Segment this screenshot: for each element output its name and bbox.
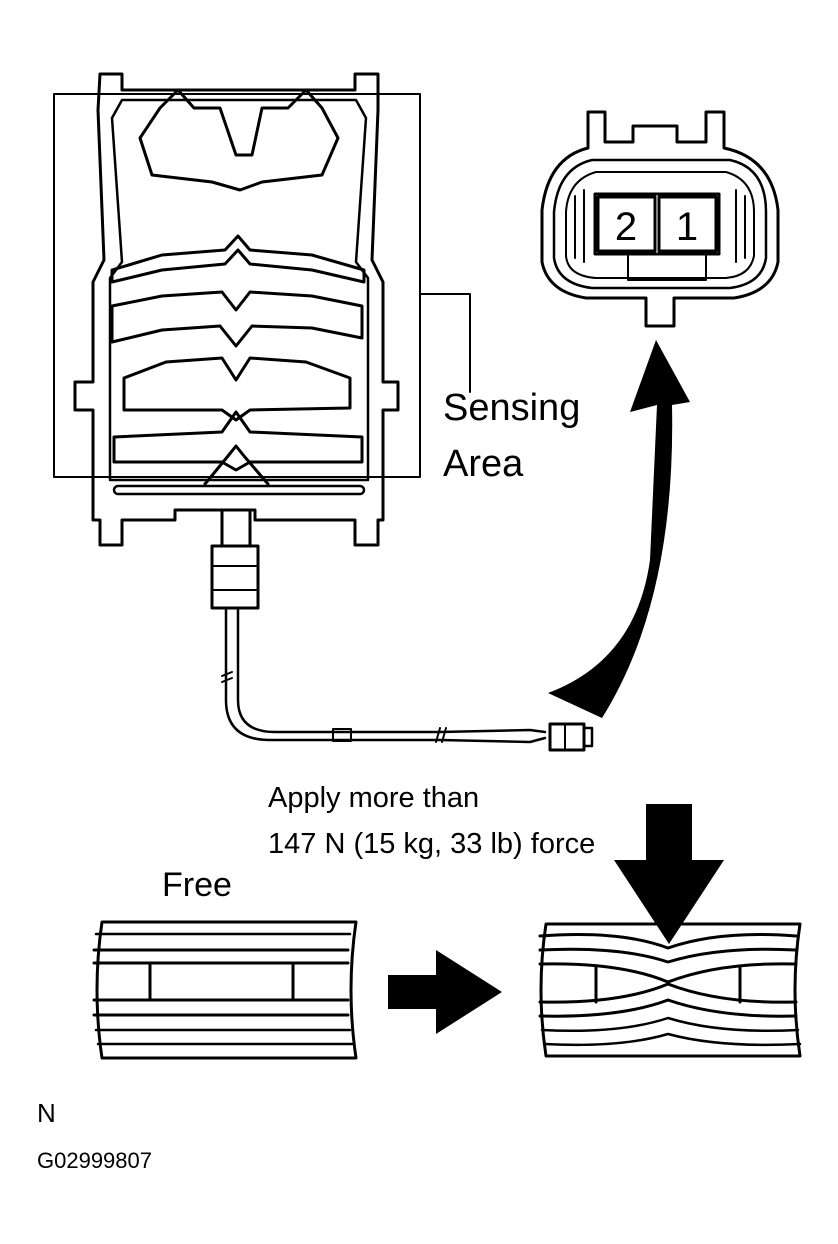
wire-harness bbox=[236, 606, 547, 734]
pressed-section-line bbox=[538, 947, 798, 964]
pressed-section-line bbox=[538, 962, 798, 984]
right-arrow-icon bbox=[388, 950, 502, 1034]
connector-face-outline bbox=[540, 110, 780, 328]
sensing-cell-3 bbox=[110, 290, 364, 348]
connector-face-slot bbox=[627, 255, 707, 281]
pressed-section-line bbox=[540, 1016, 800, 1033]
force-arrow-icon bbox=[614, 804, 724, 944]
connector-pin-2-cell bbox=[596, 195, 657, 253]
connector-pin-1-label: 1 bbox=[676, 205, 698, 249]
connector-pin-1-cell bbox=[657, 195, 718, 253]
wire-break-mark bbox=[435, 727, 447, 743]
apply-force-label-line1: Apply more than bbox=[268, 782, 480, 814]
sensing-cell-4 bbox=[122, 356, 352, 422]
pressed-section-line bbox=[538, 982, 798, 1004]
n-mark-label: N bbox=[37, 1098, 56, 1128]
sensing-area-leader bbox=[419, 293, 471, 393]
sensing-area-label-line2: Area bbox=[443, 443, 524, 485]
connector-face-guide bbox=[574, 189, 746, 263]
curved-arrow-icon bbox=[548, 340, 690, 718]
end-connector-lock bbox=[582, 726, 594, 748]
wire-sleeve bbox=[332, 728, 352, 742]
bottom-bar bbox=[112, 484, 366, 496]
pressed-section-line bbox=[538, 933, 798, 950]
connector-face-inner bbox=[552, 158, 768, 290]
free-section-top-edge bbox=[95, 920, 358, 1060]
sensing-cell-6 bbox=[203, 444, 270, 486]
apply-force-label-line2: 147 N (15 kg, 33 lb) force bbox=[268, 828, 596, 860]
figure-code-label: G02999807 bbox=[37, 1148, 152, 1173]
pressed-section-line bbox=[538, 998, 798, 1018]
sensing-cell-2 bbox=[110, 234, 366, 284]
connector-pin-housing bbox=[593, 192, 721, 256]
sensing-area-label-line1: Sensing bbox=[443, 387, 581, 429]
wire-break-mark bbox=[221, 671, 233, 683]
connector-pin-2-label: 2 bbox=[615, 205, 637, 249]
wire-harness bbox=[224, 606, 547, 744]
connector-face-inner-2 bbox=[565, 171, 755, 279]
sensing-area-box bbox=[53, 93, 421, 478]
end-connector bbox=[548, 722, 586, 752]
pressed-section-outline bbox=[539, 922, 802, 1058]
sensor-mat-trace bbox=[108, 98, 370, 482]
sensing-cell-5 bbox=[112, 410, 364, 472]
sensing-cell-1 bbox=[138, 88, 340, 192]
free-state-label: Free bbox=[162, 866, 232, 904]
mat-tail bbox=[220, 508, 252, 548]
pressed-section-line bbox=[542, 1032, 802, 1047]
sensor-mat-outline bbox=[73, 72, 400, 547]
harness-connector bbox=[210, 544, 260, 610]
